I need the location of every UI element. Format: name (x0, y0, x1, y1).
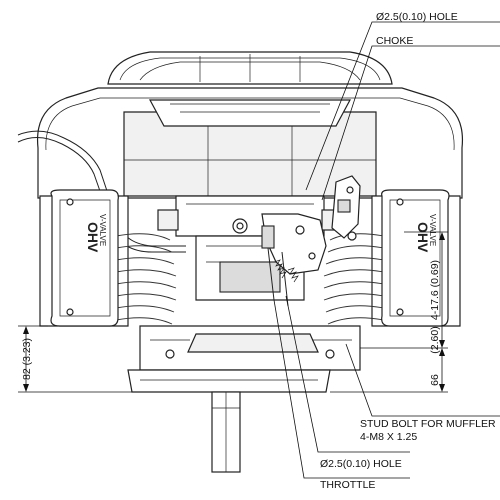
right-mid-dimension: (2.60) (429, 326, 441, 353)
top-shroud (107, 51, 393, 85)
right-lower-dimension: 66 (429, 374, 441, 386)
output-shaft (211, 391, 241, 473)
choke-label: CHOKE (376, 35, 413, 47)
callout-labels: Ø2.5(0.10) HOLE CHOKE STUD BOLT FOR MUFF… (320, 11, 496, 491)
right-cylinder-fins (323, 233, 385, 325)
stud-bolt-spec: 4-M8 X 1.25 (360, 431, 417, 443)
left-dimension: 82 (3.23) (18, 325, 132, 393)
throttle-label: THROTTLE (320, 479, 375, 491)
right-valve-cover-brand: OHV (415, 222, 431, 253)
bottom-hole-label: Ø2.5(0.10) HOLE (320, 458, 402, 470)
crankcase (127, 325, 361, 393)
blower-housing (36, 87, 464, 199)
left-valve-cover-brand: OHV (85, 222, 101, 253)
stud-bolt-label: STUD BOLT FOR MUFFLER (360, 418, 496, 430)
right-upper-dimension: 4-17.6 (0.69) (429, 260, 441, 320)
left-valve-cover-type: V-VALVE (98, 214, 107, 246)
right-valve-cover: OHV V-VALVE (381, 189, 450, 327)
left-height-dimension: 82 (3.23) (21, 338, 33, 380)
left-valve-cover: OHV V-VALVE (50, 189, 119, 327)
choke-bracket (331, 175, 361, 241)
throttle-linkage (261, 213, 327, 307)
right-dimensions: 4-17.6 (0.69) (2.60) 66 (330, 231, 448, 393)
left-cylinder-fins (115, 233, 177, 325)
top-hole-label: Ø2.5(0.10) HOLE (376, 11, 458, 23)
callout-leaders (273, 21, 500, 479)
right-valve-cover-type: V-VALVE (428, 214, 437, 246)
